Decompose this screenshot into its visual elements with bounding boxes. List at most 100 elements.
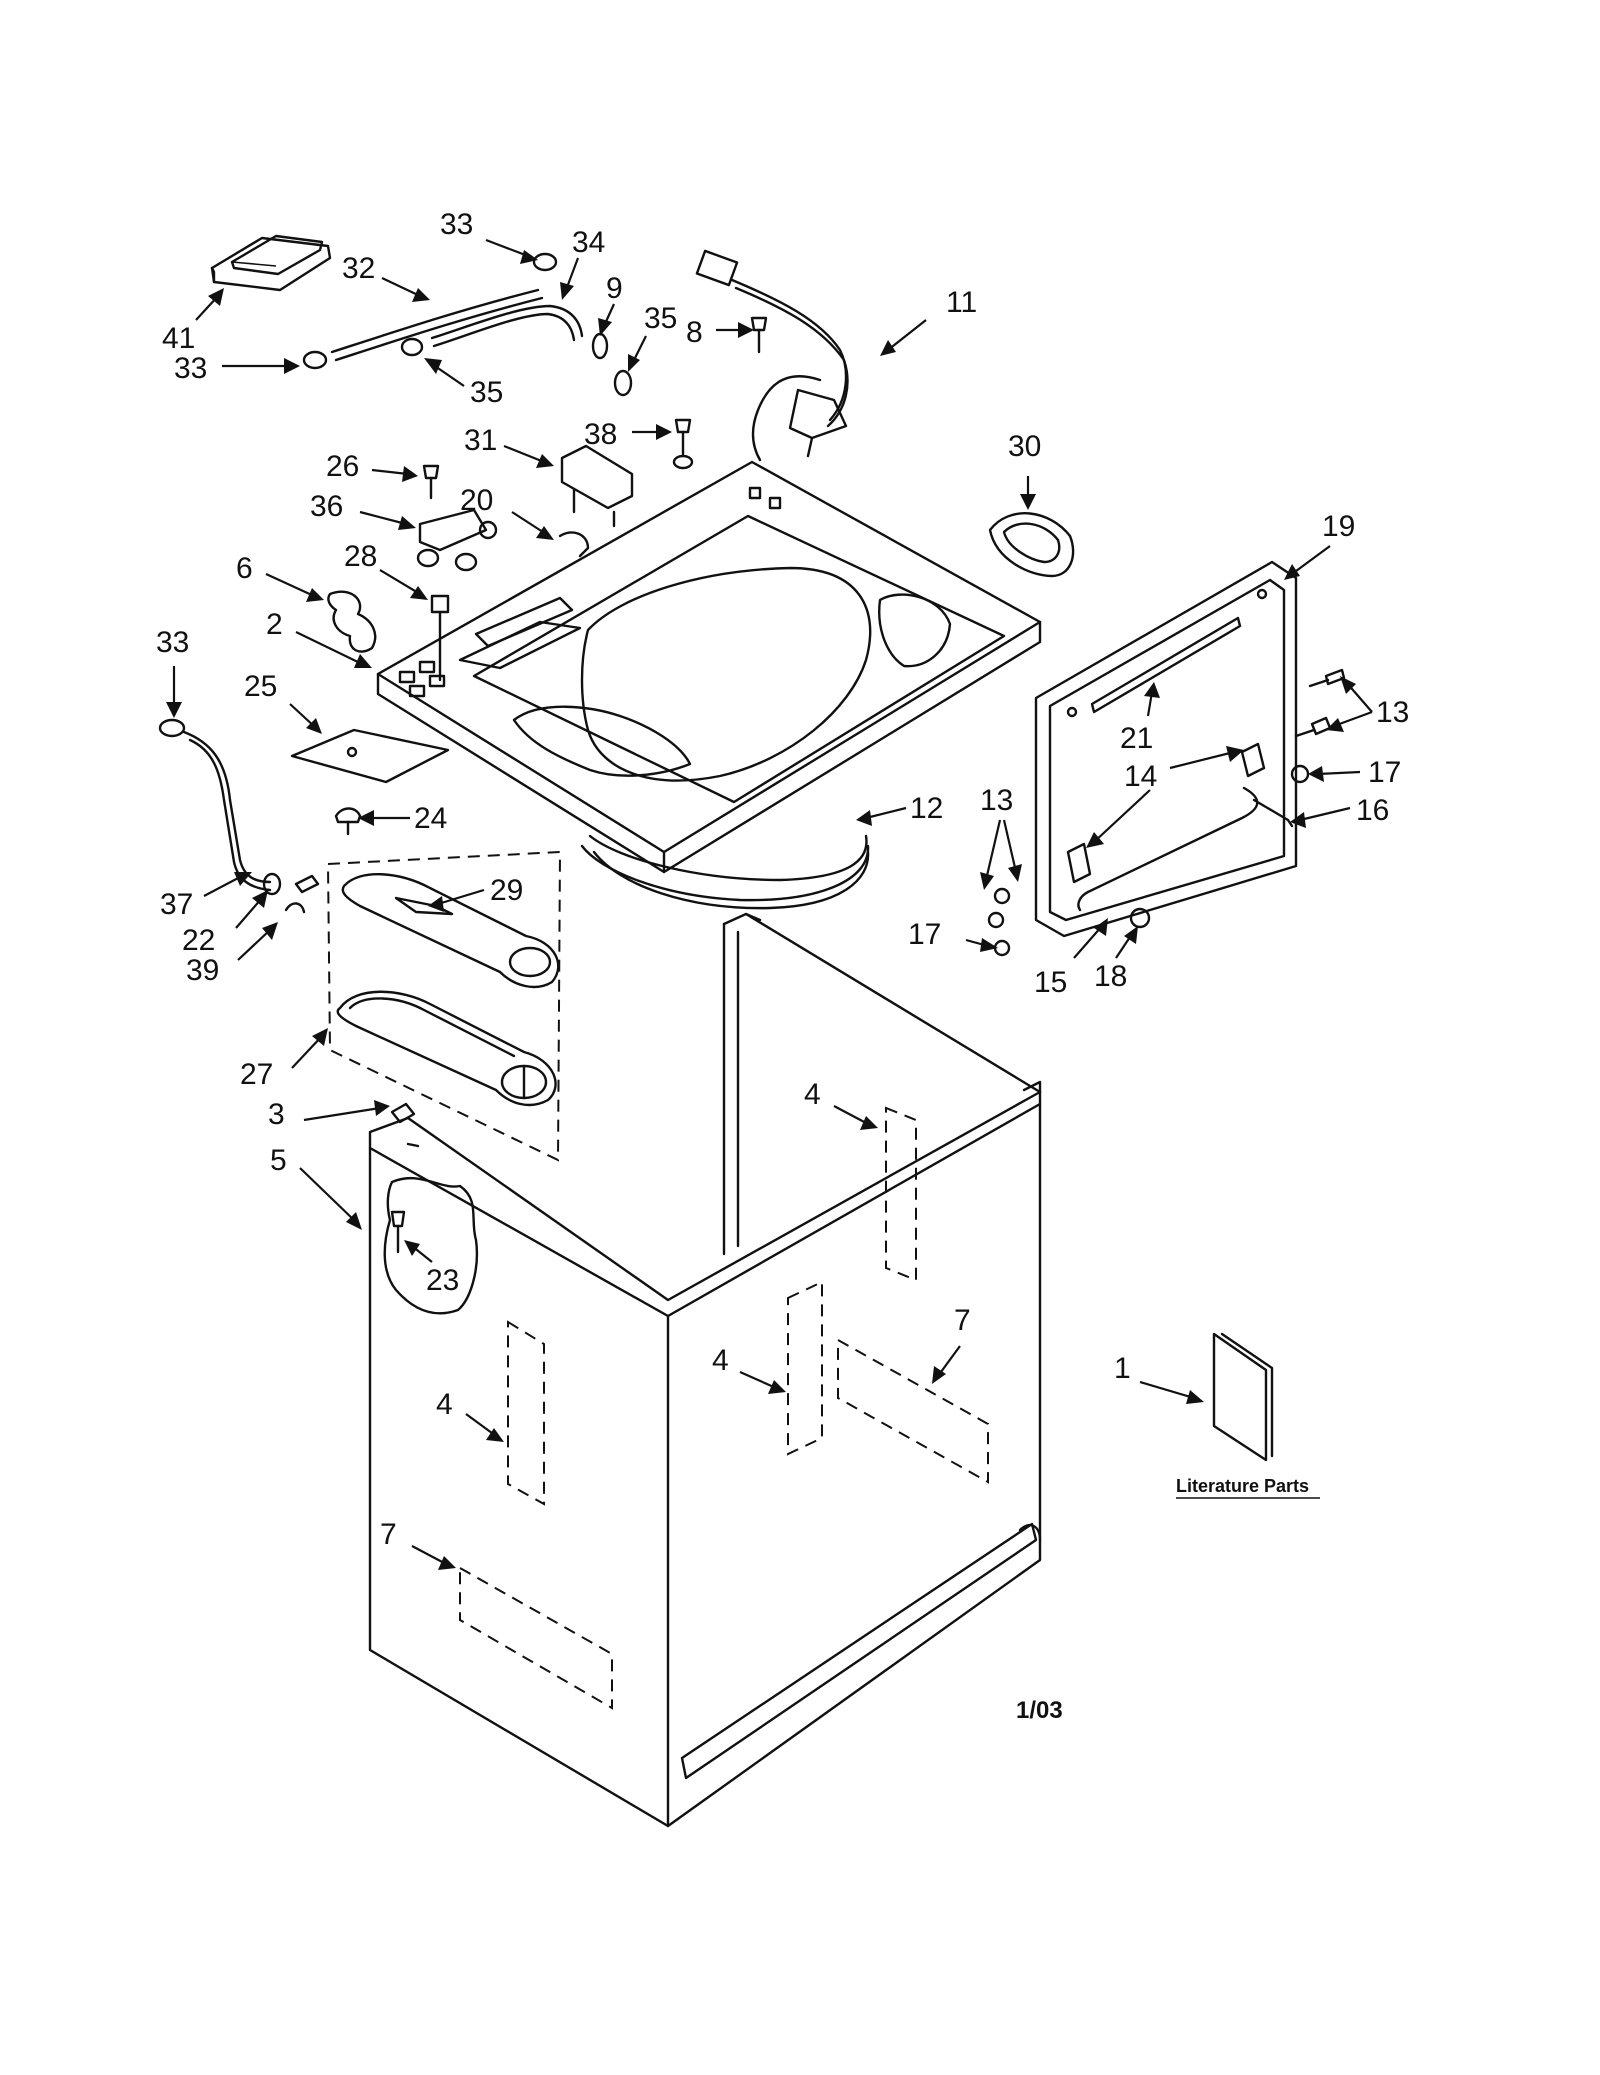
callout-label-36: 36 [310, 490, 343, 523]
part-3-clip [390, 1102, 416, 1124]
callout-25: 25 [244, 670, 322, 734]
callout-label-1: 1 [1114, 1352, 1131, 1385]
callout-35-left: 35 [424, 358, 503, 409]
callout-label-27: 27 [240, 1058, 273, 1091]
part-2-top-panel [376, 460, 1042, 874]
callout-label-16: 16 [1356, 794, 1389, 827]
callout-label-35-left: 35 [470, 376, 503, 409]
callout-label-41: 41 [162, 322, 195, 355]
part-11-wire-harness [695, 249, 849, 462]
callout-label-13-left: 13 [980, 784, 1013, 817]
callout-label-19: 19 [1322, 510, 1355, 543]
callout-22: 22 [182, 890, 268, 957]
callout-13-left: 13 [980, 784, 1022, 890]
part-12-tub-ring [580, 834, 870, 910]
callout-31: 31 [464, 424, 554, 468]
callout-15: 15 [1034, 918, 1108, 999]
callout-label-37: 37 [160, 888, 193, 921]
part-19-lid [1034, 560, 1298, 938]
callout-38: 38 [584, 418, 672, 451]
callout-label-18: 18 [1094, 960, 1127, 993]
callout-label-6: 6 [236, 552, 253, 585]
callout-28: 28 [344, 540, 428, 600]
callout-7-left: 7 [380, 1518, 456, 1570]
part-37-hose [158, 718, 320, 914]
callout-label-4-left: 4 [436, 1388, 453, 1421]
callout-label-4-middle: 4 [712, 1344, 729, 1377]
part-4-7-hidden [459, 1106, 989, 1710]
callout-label-35-right: 35 [644, 302, 677, 335]
callout-label-31: 31 [464, 424, 497, 457]
callout-11: 11 [880, 286, 977, 356]
part-27-29-drain-assembly [326, 850, 562, 1162]
callout-4-left: 4 [436, 1388, 504, 1442]
callout-label-9: 9 [606, 272, 623, 305]
callout-label-17-left: 17 [908, 918, 941, 951]
callout-17-left: 17 [908, 918, 998, 952]
callout-label-7-left: 7 [380, 1518, 397, 1551]
callout-17-right: 17 [1308, 756, 1401, 789]
callout-label-11: 11 [946, 286, 977, 319]
callout-label-29: 29 [490, 874, 523, 907]
callout-label-24: 24 [414, 802, 447, 835]
callout-label-33-left: 33 [174, 352, 207, 385]
callout-19: 19 [1284, 510, 1355, 580]
callout-36: 36 [310, 490, 416, 530]
callout-label-21: 21 [1120, 722, 1153, 755]
callout-label-17-right: 17 [1368, 756, 1401, 789]
callout-label-15: 15 [1034, 966, 1067, 999]
callout-label-22: 22 [182, 924, 215, 957]
callout-label-2: 2 [266, 608, 283, 641]
revision-date: 1/03 [1016, 1697, 1063, 1724]
callout-33-low: 33 [156, 626, 189, 718]
callout-33-top: 33 [440, 208, 538, 264]
part-8-38-screws [672, 316, 768, 470]
callout-23: 23 [404, 1240, 459, 1297]
callout-label-39: 39 [186, 954, 219, 987]
callout-37: 37 [160, 872, 252, 921]
callout-13-right: 13 [1326, 676, 1409, 732]
callout-14: 14 [1086, 746, 1244, 848]
part-31-bracket [560, 444, 634, 528]
callout-label-28: 28 [344, 540, 377, 573]
callout-label-13-right: 13 [1376, 696, 1409, 729]
callout-20: 20 [460, 484, 554, 540]
part-41-bumper [210, 234, 332, 292]
part-5-cabinet [368, 912, 1042, 1828]
callout-26: 26 [326, 450, 418, 483]
callout-label-38: 38 [584, 418, 617, 451]
callout-label-5: 5 [270, 1144, 287, 1177]
callout-label-33-top: 33 [440, 208, 473, 241]
callout-label-7-right: 7 [954, 1304, 971, 1337]
callout-6: 6 [236, 552, 324, 602]
callout-33-left: 33 [174, 352, 300, 385]
part-30-dispenser [988, 512, 1075, 578]
callouts: 41 33 32 33 34 9 35 35 8 11 38 31 30 26 … [156, 208, 1409, 1570]
callout-label-20: 20 [460, 484, 493, 517]
callout-label-14: 14 [1124, 760, 1157, 793]
callout-label-26: 26 [326, 450, 359, 483]
callout-35-right: 35 [628, 302, 677, 372]
callout-30: 30 [1008, 430, 1041, 510]
literature-parts-caption: Literature Parts [1176, 1476, 1309, 1496]
callout-18: 18 [1094, 926, 1138, 993]
callout-label-4-upper-right: 4 [804, 1078, 821, 1111]
callout-label-25: 25 [244, 670, 277, 703]
callout-21: 21 [1120, 682, 1160, 755]
callout-label-34: 34 [572, 226, 605, 259]
part-25-cover [290, 728, 450, 836]
callout-label-3: 3 [268, 1098, 285, 1131]
callout-39: 39 [186, 922, 278, 987]
callout-32: 32 [342, 252, 430, 302]
callout-16: 16 [1290, 794, 1389, 828]
callout-12: 12 [856, 792, 943, 826]
callout-24: 24 [358, 802, 447, 835]
callout-label-30: 30 [1008, 430, 1041, 463]
callout-4-middle: 4 [712, 1344, 786, 1394]
callout-34: 34 [560, 226, 605, 300]
callout-label-8: 8 [686, 316, 703, 349]
callout-9: 9 [598, 272, 623, 336]
callout-1: 1 [1114, 1352, 1204, 1404]
part-hoses-clamps-top [302, 252, 633, 397]
part-valve-parts [327, 464, 590, 682]
